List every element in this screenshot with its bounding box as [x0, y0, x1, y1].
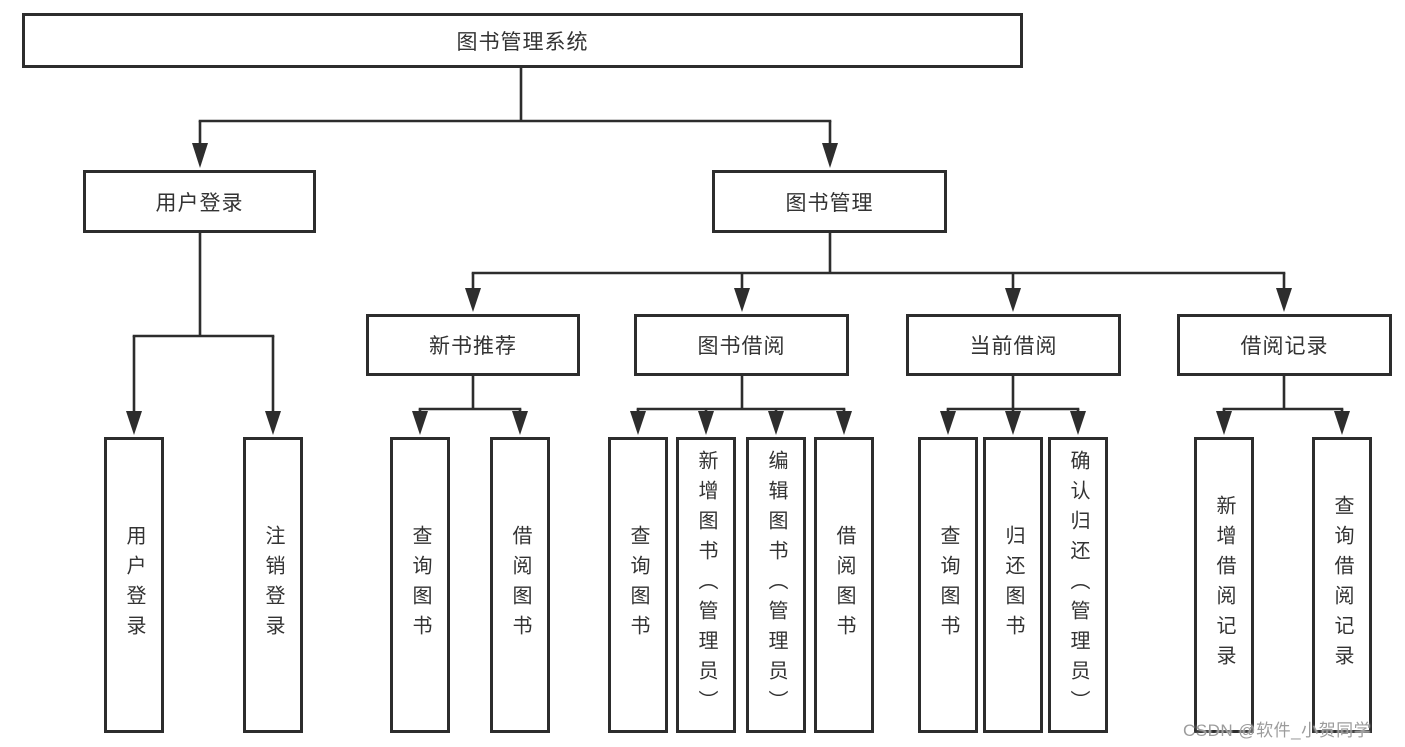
leaf-label: 注销登录 — [262, 525, 284, 645]
node-user-login: 用户登录 — [83, 170, 316, 233]
leaf-query-books-2: 查询图书 — [608, 437, 668, 733]
node-book-borrow: 图书借阅 — [634, 314, 849, 376]
leaf-return-books: 归还图书 — [983, 437, 1043, 733]
leaf-add-books-admin: 新增图书（管理员） — [676, 437, 736, 733]
csdn-watermark: CSDN @软件_小贺同学 — [1183, 721, 1372, 740]
leaf-query-borrow-record: 查询借阅记录 — [1312, 437, 1372, 733]
root-node-library-management-system: 图书管理系统 — [22, 13, 1023, 68]
leaf-borrow-books-2: 借阅图书 — [814, 437, 874, 733]
leaf-label: 查询借阅记录 — [1331, 495, 1353, 675]
leaf-label: 确认归还（管理员） — [1067, 450, 1089, 720]
leaf-label: 归还图书 — [1002, 525, 1024, 645]
leaf-label: 编辑图书（管理员） — [765, 450, 787, 720]
leaf-label: 借阅图书 — [509, 525, 531, 645]
leaf-label: 新增借阅记录 — [1213, 495, 1235, 675]
leaf-label: 借阅图书 — [833, 525, 855, 645]
leaf-query-books-1: 查询图书 — [390, 437, 450, 733]
leaf-logout: 注销登录 — [243, 437, 303, 733]
leaf-label: 查询图书 — [627, 525, 649, 645]
node-borrow-records: 借阅记录 — [1177, 314, 1392, 376]
node-current-borrow: 当前借阅 — [906, 314, 1121, 376]
leaf-edit-books-admin: 编辑图书（管理员） — [746, 437, 806, 733]
leaf-label: 查询图书 — [409, 525, 431, 645]
leaf-add-borrow-record: 新增借阅记录 — [1194, 437, 1254, 733]
node-book-management: 图书管理 — [712, 170, 947, 233]
leaf-query-books-3: 查询图书 — [918, 437, 978, 733]
leaf-confirm-return-admin: 确认归还（管理员） — [1048, 437, 1108, 733]
leaf-user-login: 用户登录 — [104, 437, 164, 733]
leaf-label: 新增图书（管理员） — [695, 450, 717, 720]
node-new-book-recommend: 新书推荐 — [366, 314, 580, 376]
leaf-borrow-books-1: 借阅图书 — [490, 437, 550, 733]
arrowhead-icons — [126, 143, 1350, 435]
leaf-label: 用户登录 — [123, 525, 145, 645]
leaf-label: 查询图书 — [937, 525, 959, 645]
